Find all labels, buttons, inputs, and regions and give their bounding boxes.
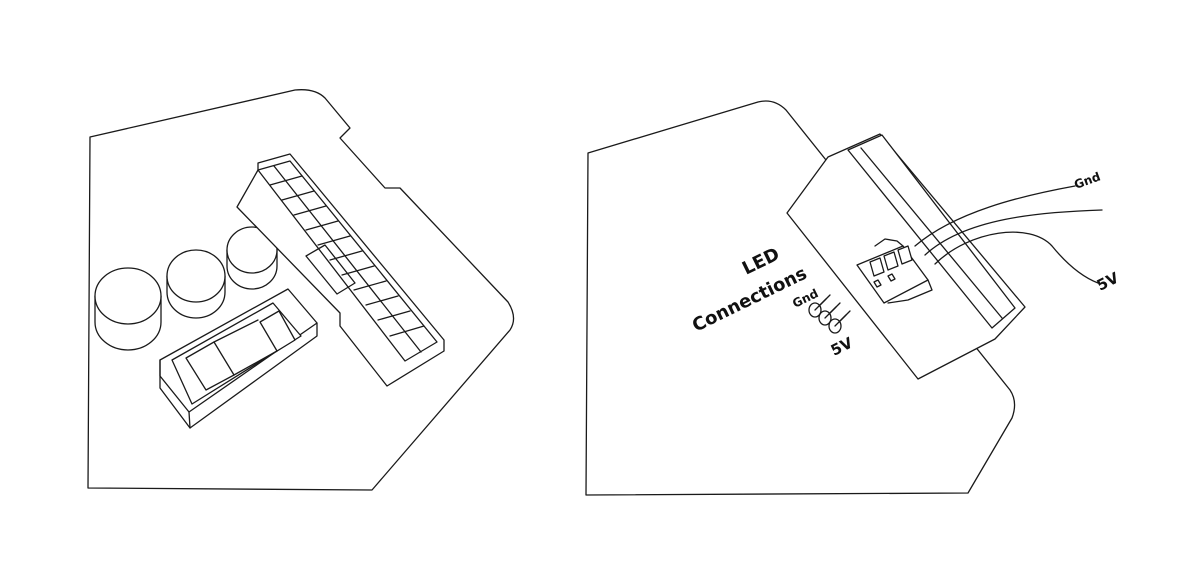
left-board (87, 89, 515, 491)
right-board: LED Connections Gnd 5V Gnd 5V (585, 100, 1122, 496)
led-wires (914, 185, 1103, 284)
led-plug (856, 238, 933, 304)
switch-block (159, 288, 318, 429)
capacitor-2 (166, 249, 226, 319)
wire-gnd (914, 185, 1076, 247)
wire-middle (924, 209, 1103, 256)
capacitor-3 (226, 226, 278, 290)
atx-pin-grid (257, 160, 438, 362)
wire-5v (934, 231, 1099, 284)
right-board-outline (585, 100, 1016, 496)
header-pins (808, 294, 851, 334)
capacitor-1 (94, 267, 162, 351)
wire-5v-label: 5V (1094, 269, 1122, 295)
atx-connector (236, 153, 445, 387)
wire-gnd-label: Gnd (1072, 169, 1102, 191)
